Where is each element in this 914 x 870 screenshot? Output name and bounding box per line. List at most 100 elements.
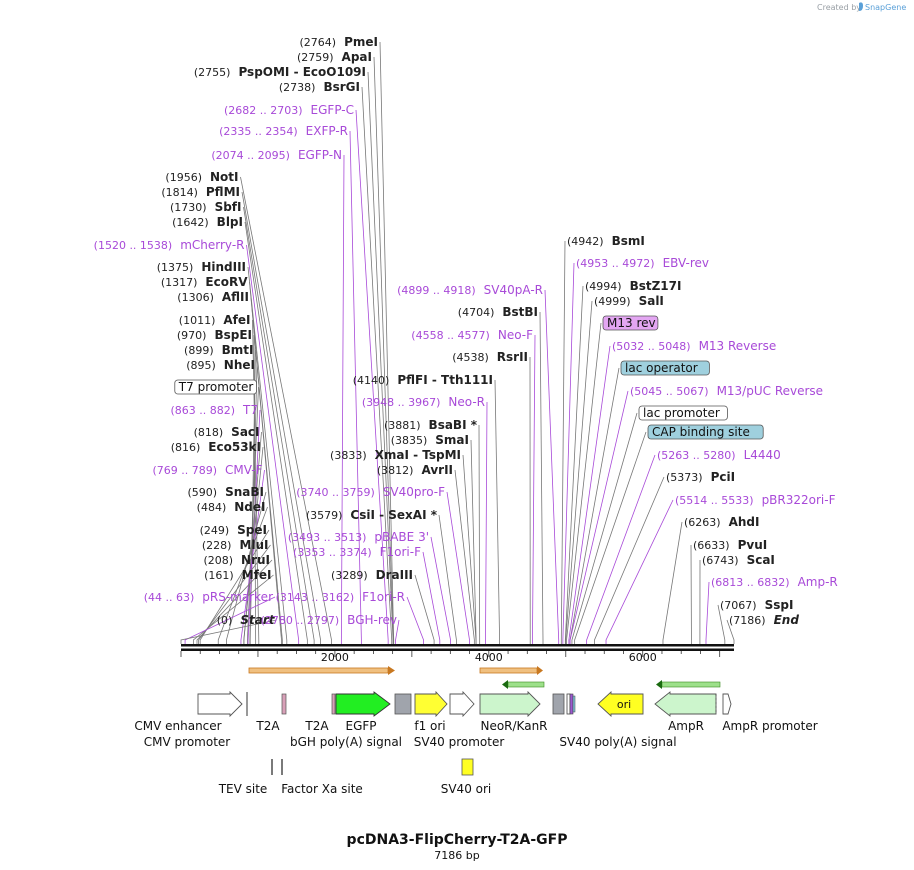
enzyme-site-label: (816)Eco53kI [171,440,261,454]
enzyme-site-label: (6743)ScaI [702,553,775,567]
connector-line [594,476,665,644]
primer-site-label: (4953 .. 4972)EBV-rev [576,256,709,270]
connector-line [355,109,389,644]
enzyme-site-label: (4994)BstZ17I [585,279,681,293]
site-position: (6813 .. 6832) [711,576,790,589]
site-name: mCherry-R [180,238,244,252]
primer-site-label: (4558 .. 4577)Neo-F [411,328,533,342]
enzyme-site-label: (1730)SbfI [170,200,242,214]
site-name: SnaBI [225,485,264,499]
connector-line [446,491,470,644]
site-name: L4440 [744,448,781,462]
green-arrow [507,681,545,688]
t2a-box [281,693,287,715]
site-position: (1306) [177,291,214,304]
green-arrows [502,680,721,689]
primer-site-label: (3353 .. 3374)F1ori-F [293,545,421,559]
site-position: (2755) [194,66,231,79]
watermark-text: Created by [817,3,861,12]
site-name: SpeI [237,523,267,537]
enzyme-site-label: (1956)NotI [165,170,238,184]
primer-site-label: (2682 .. 2703)EGFP-C [224,103,354,117]
site-name: SacI [231,425,259,439]
site-name: BsmI [612,234,645,248]
feature-label-egfp: EGFP [345,719,376,733]
egfp-arrow [335,691,391,717]
site-name: SspI [765,598,794,612]
site-name: Start [240,613,275,627]
feature-tag-box [174,379,257,395]
enzyme-site-label: (3289)DraIII [331,568,413,582]
site-name: RsrII [497,350,528,364]
site-position: (3143 .. 3162) [276,591,355,604]
connector-line [244,221,308,644]
enzyme-site-label: (208)NruI [203,553,270,567]
connector-line [717,604,726,644]
site-position: (1642) [172,216,209,229]
site-position: (3881) [384,419,421,432]
connector-line [544,289,560,644]
sv40-polya-box [552,693,565,715]
primer-site-label: (5263 .. 5280)L4440 [657,448,781,462]
site-name: SalI [639,294,664,308]
primer-site-label: (5045 .. 5067)M13/pUC Reverse [630,384,823,398]
connector-line [726,619,735,644]
connector-line [247,386,259,644]
connector-line [422,551,441,644]
site-position: (2759) [297,51,334,64]
connector-line [184,596,276,644]
enzyme-site-label: (899)BmtI [184,343,253,357]
site-name: BspEI [214,328,252,342]
enzyme-site-label: (2738)BsrGI [279,80,360,94]
brand-text: SnapGene [865,3,906,12]
site-name: BlpI [217,215,243,229]
enzyme-site-label: (4140)PflFI - Tth111I [353,373,493,387]
feature-label-ampr-promoter: AmpR promoter [722,719,817,733]
site-position: (4538) [452,351,489,364]
enzyme-site-label: (590)SnaBI [188,485,265,499]
green-arrowhead [502,680,508,689]
connector-line [250,296,282,644]
enzyme-site-label: (4942)BsmI [567,234,645,248]
site-name: pBR322ori-F [762,493,836,507]
enzyme-site-label: (1814)PflMI [161,185,240,199]
orf-arrow [248,667,389,674]
connector-line [438,514,457,644]
primer-site-label: (2335 .. 2354)EXFP-R [219,124,348,138]
connector-line [574,431,647,644]
site-position: (1011) [179,314,216,327]
enzyme-site-label: (4999)SalI [594,294,664,308]
site-name: Eco53kI [208,440,261,454]
site-position: (249) [200,524,230,537]
ampr-arrow [654,691,717,717]
site-name: SbfI [215,200,242,214]
connector-line [199,529,270,644]
site-name: BGH-rev [347,613,397,627]
enzyme-site-label: (3835)SmaI [391,433,469,447]
site-position: (228) [202,539,232,552]
site-name: AflII [222,290,249,304]
ori-label-inside: ori [617,698,631,711]
site-position: (3833) [330,449,367,462]
site-name: pBABE 3' [374,530,429,544]
connector-line [247,409,261,644]
site-position: (4558 .. 4577) [411,329,490,342]
site-name: PspOMI - EcoO109I [238,65,366,79]
site-position: (6633) [693,539,730,552]
enzyme-site-label: (3579)CsiI - SexAI * [306,508,438,522]
orf-arrows [248,666,543,675]
feature-tag-box [647,424,764,440]
sv40-promoter-arrow [449,690,475,718]
feature-label-t2a: T2A [255,719,280,733]
enzyme-site-label: (6263)AhdI [684,515,759,529]
feature-tag-box [602,315,659,331]
connector-line [462,454,477,644]
site-labels: (2764)PmeI(2759)ApaI(2755)PspOMI - EcoO1… [94,35,838,627]
primer-site-label: (2780 .. 2797)BGH-rev [261,613,397,627]
site-name: ApaI [342,50,372,64]
site-name: Amp-R [798,575,838,589]
site-position: (3353 .. 3374) [293,546,372,559]
enzyme-site-label: (7067)SspI [720,598,793,612]
enzyme-site-label: (2755) PspOMI - EcoO109I [194,65,366,79]
primer-site-label: (5032 .. 5048)M13 Reverse [612,339,776,353]
